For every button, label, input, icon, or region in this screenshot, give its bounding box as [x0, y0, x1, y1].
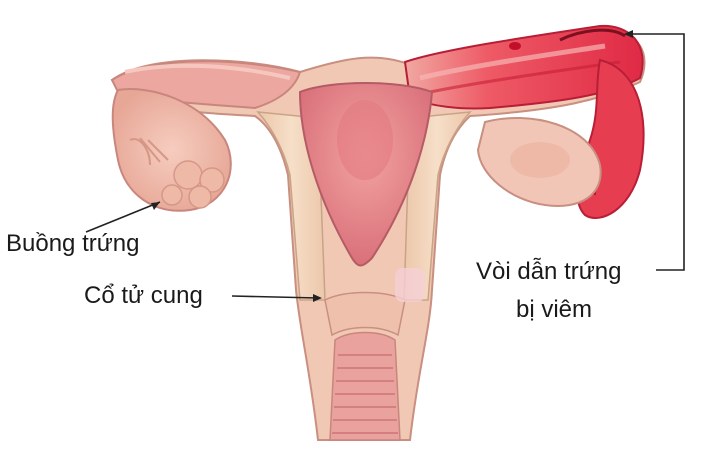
label-cervix: Cổ tử cung: [84, 282, 203, 309]
label-ovary: Buồng trứng: [6, 230, 140, 257]
left-ovary: [111, 88, 232, 212]
label-inflamed-tube-line2: bị viêm: [516, 296, 593, 323]
inflamed-tube: [403, 24, 644, 110]
vaginal-canal: [329, 331, 401, 441]
right-ovary: [476, 116, 602, 207]
ovary-pointer: [85, 201, 161, 233]
uterine-cavity: [298, 82, 434, 267]
cervix-pointer: [231, 294, 322, 302]
tube-bracket: [624, 30, 685, 271]
label-inflamed-tube-line1: Vòi dẫn trứng: [476, 258, 622, 285]
cervix: [324, 268, 425, 337]
